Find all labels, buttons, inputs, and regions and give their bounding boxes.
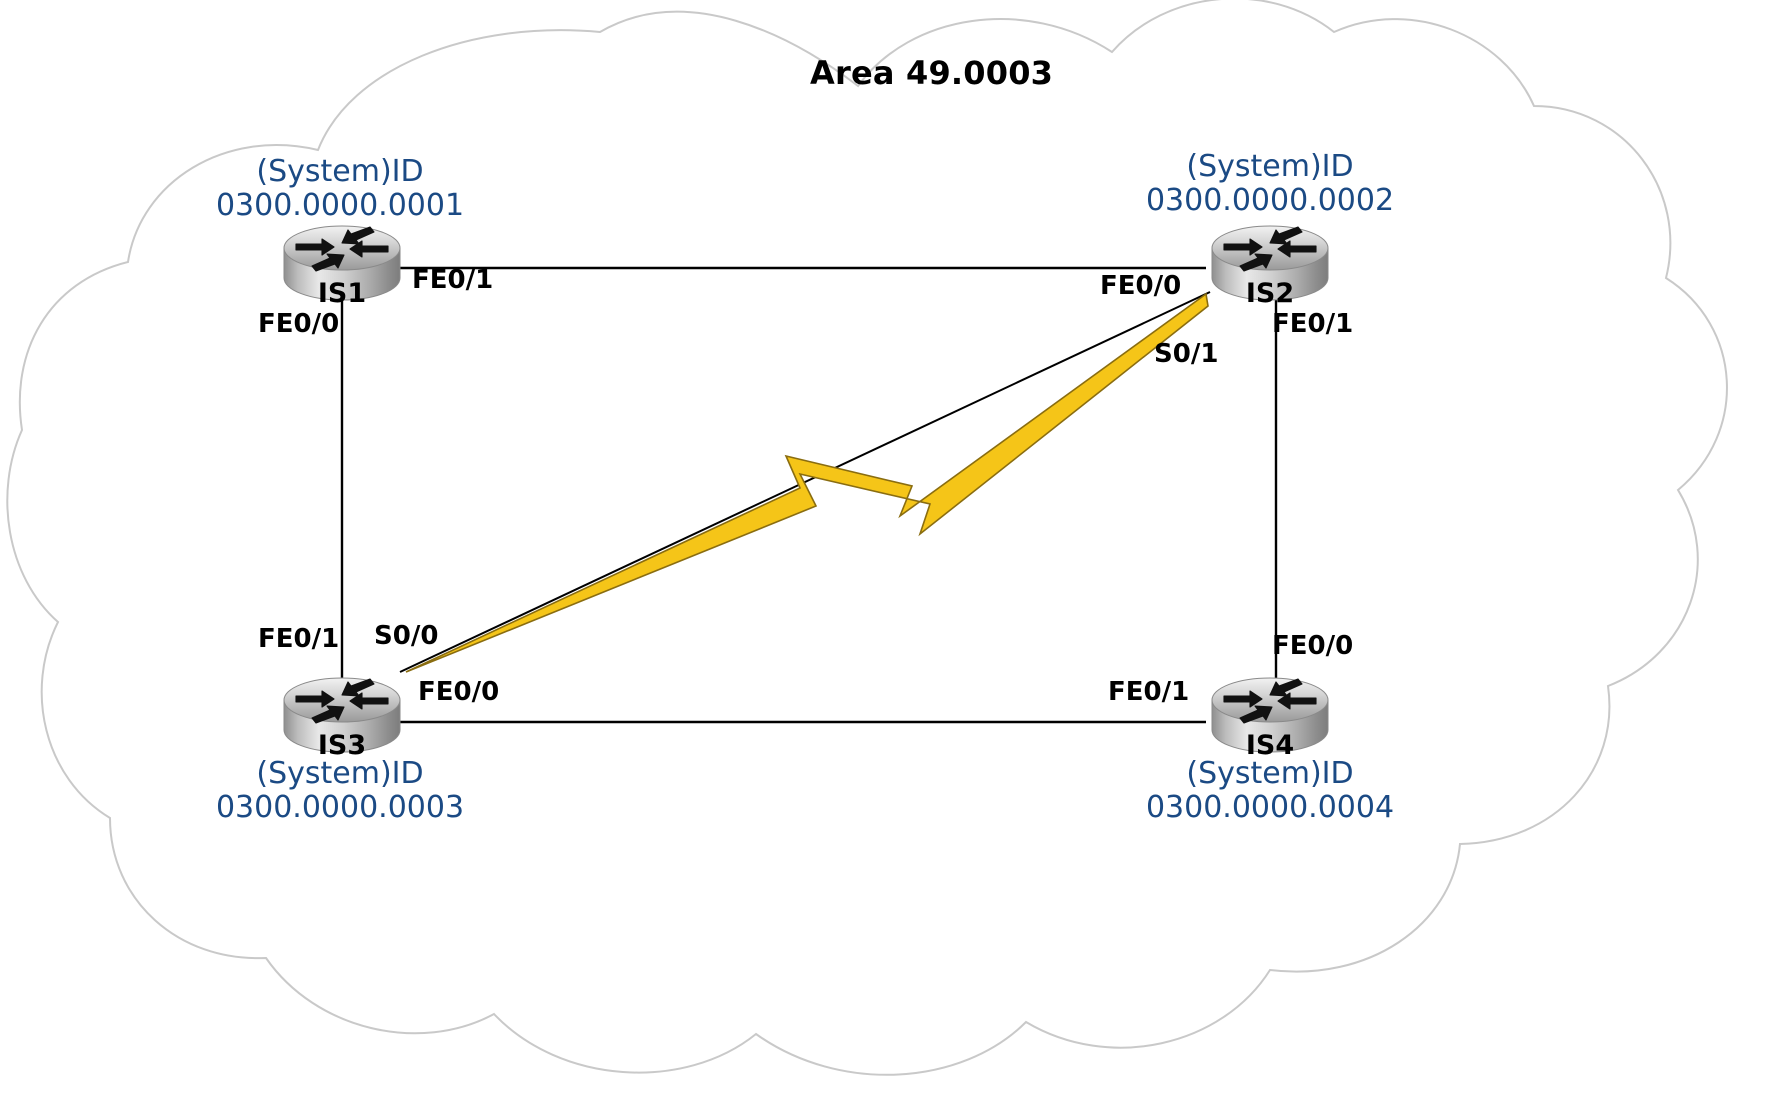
link-is3-is2-serial — [399, 291, 1211, 673]
interface-label-is2-s01: S0/1 — [1154, 339, 1219, 369]
router-icon — [283, 677, 401, 753]
router-is3[interactable]: IS3 — [278, 674, 406, 761]
router-is4[interactable]: IS4 — [1206, 674, 1334, 761]
sysid-caption-is1: (System)ID — [256, 154, 424, 189]
cloud-outline — [6, 0, 1728, 1076]
interface-label-is2-fe01: FE0/1 — [1272, 309, 1354, 339]
interface-label-is2-fe00: FE0/0 — [1100, 271, 1182, 301]
interface-label-is3-fe00: FE0/0 — [418, 677, 500, 707]
interface-label-is4-fe00: FE0/0 — [1272, 631, 1354, 661]
sysid-caption-is4: (System)ID — [1186, 756, 1354, 791]
interface-label-is3-fe01-alt: FE0/1 — [258, 624, 340, 654]
router-is1[interactable]: IS1 — [278, 222, 406, 309]
sysid-value-is3: 0300.0000.0003 — [215, 789, 465, 825]
sysid-label-is4: (System)ID 0300.0000.0004 — [1110, 757, 1430, 824]
page-title: Area 49.0003 — [810, 54, 1054, 92]
sysid-label-is3: (System)ID 0300.0000.0003 — [180, 757, 500, 824]
sysid-caption-is2: (System)ID — [1186, 149, 1354, 184]
sysid-label-is2: (System)ID 0300.0000.0002 — [1110, 150, 1430, 217]
sysid-label-is1: (System)ID 0300.0000.0001 — [180, 155, 500, 222]
interface-label-is1-fe00: FE0/0 — [258, 309, 340, 339]
router-icon — [1211, 225, 1329, 301]
router-icon — [283, 225, 401, 301]
router-icon — [1211, 677, 1329, 753]
sysid-value-is2: 0300.0000.0002 — [1145, 182, 1395, 218]
sysid-value-is1: 0300.0000.0001 — [215, 187, 465, 223]
sysid-value-is4: 0300.0000.0004 — [1145, 789, 1395, 825]
sysid-caption-is3: (System)ID — [256, 756, 424, 791]
router-is2[interactable]: IS2 — [1206, 222, 1334, 309]
interface-label-is3-s00: S0/0 — [374, 621, 439, 651]
interface-label-is4-fe01: FE0/1 — [1108, 677, 1190, 707]
serial-lightning-bolt-icon — [405, 292, 1209, 673]
interface-label-is1-fe01: FE0/1 — [412, 265, 494, 295]
